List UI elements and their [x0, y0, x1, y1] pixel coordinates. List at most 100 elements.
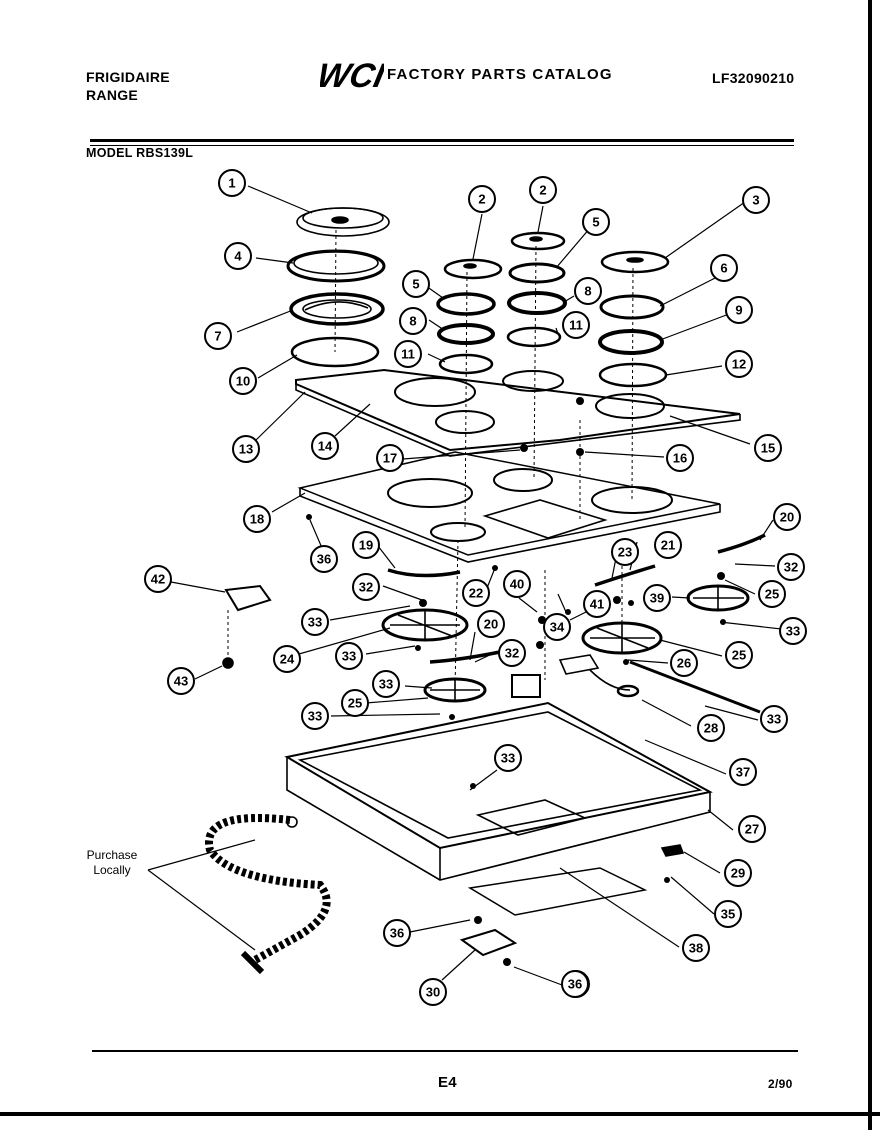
- callout-label: 25: [765, 587, 779, 602]
- clip-35: [660, 844, 685, 857]
- callout-label: 32: [784, 560, 798, 575]
- surface-element-large-left: [296, 207, 390, 237]
- callout-38: 38: [682, 934, 710, 962]
- footer-rule: [92, 1050, 798, 1052]
- callout-label: 8: [584, 284, 591, 299]
- junction-plate: [459, 928, 518, 957]
- power-cord: [205, 814, 331, 964]
- callout-1: 1: [218, 169, 246, 197]
- catalog-id: LF32090210: [712, 70, 795, 86]
- callout-label: 1: [228, 176, 235, 191]
- element-spider-right-small: [686, 584, 750, 612]
- callout-label: 32: [505, 646, 519, 661]
- purchase-locally-note: Purchase Locally: [76, 848, 148, 878]
- callout-label: 29: [731, 866, 745, 881]
- callout-label: 36: [390, 926, 404, 941]
- callout-label: 33: [308, 709, 322, 724]
- callout-25: 25: [341, 689, 369, 717]
- callout-label: 36: [568, 977, 582, 992]
- callout-label: 25: [732, 648, 746, 663]
- page-frame-right: [868, 0, 872, 1130]
- callout-26: 26: [670, 649, 698, 677]
- callout-11: 11: [562, 311, 590, 339]
- support-pan: [297, 451, 721, 563]
- callout-18: 18: [243, 505, 271, 533]
- callout-8: 8: [399, 307, 427, 335]
- callout-8: 8: [574, 277, 602, 305]
- callout-label: 9: [735, 303, 742, 318]
- brand-block: FRIGIDAIRE RANGE: [86, 68, 170, 104]
- callout-9: 9: [725, 296, 753, 324]
- callout-label: 24: [280, 652, 295, 667]
- alignment-lines: [227, 229, 634, 691]
- cord-plug: [240, 950, 265, 975]
- logo-text: WCI: [320, 57, 384, 92]
- harness-rod: [629, 660, 761, 714]
- callout-label: 21: [661, 538, 675, 553]
- callout-43: 43: [167, 667, 195, 695]
- callout-6: 6: [710, 254, 738, 282]
- catalog-title: FACTORY PARTS CATALOG: [387, 66, 613, 83]
- callout-11: 11: [394, 340, 422, 368]
- callout-label: 38: [689, 941, 703, 956]
- surface-element-small-a: [443, 258, 503, 280]
- callout-label: 19: [359, 538, 373, 553]
- revision-date: 2/90: [768, 1077, 793, 1091]
- callout-24: 24: [273, 645, 301, 673]
- callout-label: 13: [239, 442, 253, 457]
- product-type: RANGE: [86, 87, 139, 103]
- callout-36: 36: [383, 919, 411, 947]
- bracket-20-lower: [429, 650, 501, 664]
- callout-label: 17: [383, 451, 397, 466]
- header-rule-top: [90, 139, 794, 142]
- drip-bowl-small-b: [506, 326, 562, 348]
- callout-label: 3: [752, 193, 759, 208]
- callout-label: 28: [704, 721, 718, 736]
- callout-25: 25: [758, 580, 786, 608]
- callout-label: 12: [732, 357, 746, 372]
- callout-33: 33: [494, 744, 522, 772]
- callout-label: 33: [767, 712, 781, 727]
- callout-label: 20: [780, 510, 794, 525]
- callout-5: 5: [582, 208, 610, 236]
- trim-ring-small-b: [508, 262, 566, 284]
- callout-28: 28: [697, 714, 725, 742]
- callout-22: 22: [462, 579, 490, 607]
- callout-33: 33: [301, 702, 329, 730]
- callout-10: 10: [229, 367, 257, 395]
- callout-label: 30: [426, 985, 440, 1000]
- callout-label: 2: [539, 183, 546, 198]
- callout-35: 35: [714, 900, 742, 928]
- callout-19: 19: [352, 531, 380, 559]
- burner-element-left: [289, 292, 385, 326]
- callout-label: 42: [151, 572, 165, 587]
- callout-2: 2: [529, 176, 557, 204]
- callout-label: 22: [469, 586, 483, 601]
- burner-small-b: [507, 291, 567, 315]
- callout-label: 20: [484, 617, 498, 632]
- callout-40: 40: [503, 570, 531, 598]
- callout-42: 42: [144, 565, 172, 593]
- callout-label: 33: [342, 649, 356, 664]
- callout-label: 32: [359, 580, 373, 595]
- callout-label: 11: [401, 347, 415, 362]
- page-frame-bottom: [0, 1112, 880, 1116]
- callout-41: 41: [583, 590, 611, 618]
- callout-label: 7: [214, 329, 221, 344]
- surface-element-right: [600, 250, 670, 274]
- callout-label: 11: [569, 318, 583, 333]
- limiter-42: [224, 584, 272, 612]
- callout-label: 34: [550, 620, 565, 635]
- exploded-parts-diagram: 1223455678891011111213141516171836192021…: [144, 169, 807, 1006]
- callout-14: 14: [311, 432, 339, 460]
- callout-label: 39: [650, 591, 664, 606]
- model-number: MODEL RBS139L: [86, 146, 194, 160]
- callout-36: 36: [310, 545, 338, 573]
- callout-15: 15: [754, 434, 782, 462]
- bracket-21: [594, 564, 656, 587]
- callout-label: 33: [501, 751, 515, 766]
- callout-label: 26: [677, 656, 691, 671]
- callout-3: 3: [742, 186, 770, 214]
